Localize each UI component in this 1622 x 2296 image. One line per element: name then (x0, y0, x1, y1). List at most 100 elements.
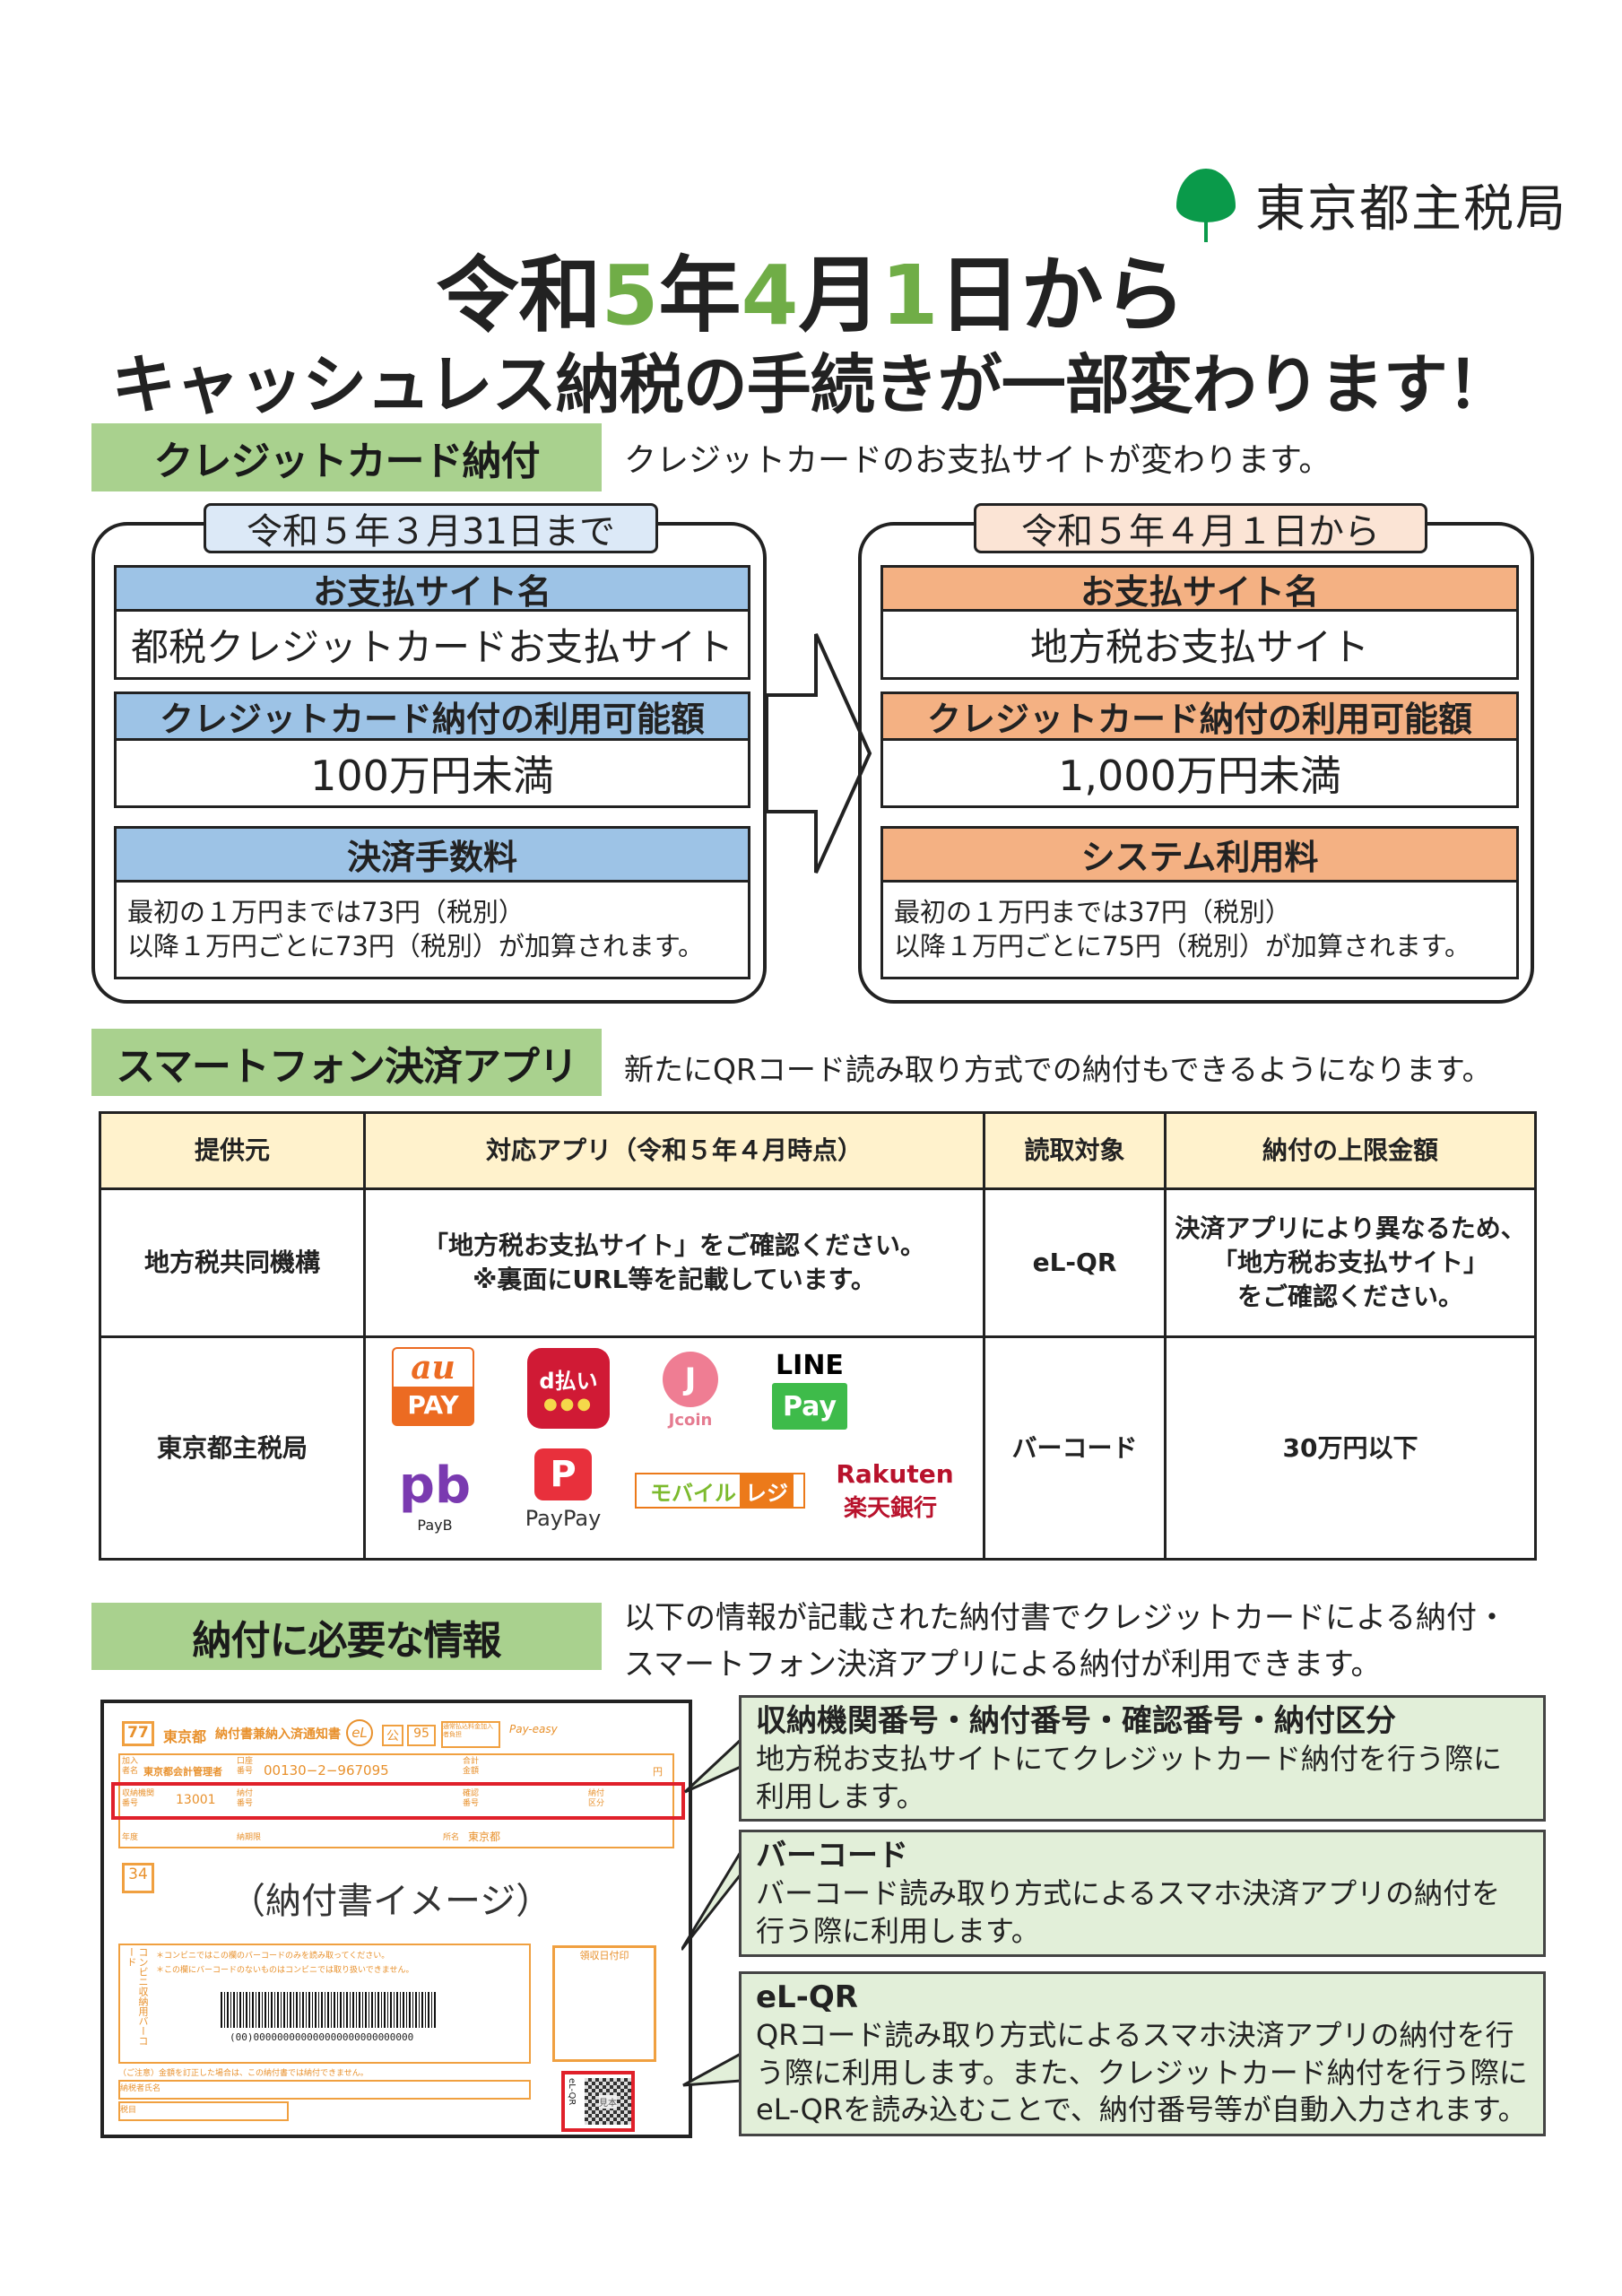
due-label: 納期限 (237, 1833, 262, 1842)
callout-elqr: eL-QR QRコード読み取り方式によるスマホ決済アプリの納付を行う際に利用しま… (739, 1971, 1546, 2136)
after-site-header: お支払サイト名 (880, 565, 1519, 612)
smartphone-section-label: スマートフォン決済アプリ (91, 1029, 602, 1096)
limit-line: をご確認ください。 (1236, 1281, 1463, 1311)
title-line1: 令和5年4月1日から (0, 229, 1622, 348)
d-barai-logo: d払い ●●● (527, 1348, 610, 1429)
info-desc-line2: スマートフォン決済アプリによる納付が利用できます。 (624, 1647, 1382, 1683)
dots: ●●● (542, 1395, 594, 1413)
before-fee: 最初の１万円までは73円（税別） 以降１万円ごとに73円（税別）が加算されます。 (114, 883, 750, 979)
after-fee-header: システム利用料 (880, 826, 1519, 883)
rakuten-bank-text: 楽天銀行 (843, 1494, 937, 1522)
number-highlight (111, 1782, 685, 1820)
office: 東京都 (468, 1831, 501, 1843)
credit-section-label: クレジットカード納付 (91, 423, 602, 491)
limit-line: 「地方税お支払サイト」 (1211, 1248, 1488, 1278)
slip-kou: 公 (382, 1725, 403, 1746)
before-limit-header: クレジットカード納付の利用可能額 (114, 691, 750, 741)
after-limit-header: クレジットカード納付の利用可能額 (880, 691, 1519, 741)
app-logos-cell (363, 1335, 985, 1561)
after-fee: 最初の１万円までは37円（税別） 以降１万円ごとに75円（税別）が加算されます。 (880, 883, 1519, 979)
elqr-highlight: eL-QR 見本 (561, 2071, 635, 2132)
kubun-label: 納付区分 (588, 1789, 605, 1808)
pay-easy-logo: Pay-easy (509, 1723, 558, 1735)
title-part: 月 (798, 248, 881, 344)
logo-leaf-icon (1176, 169, 1236, 222)
barcode-number: (00)000000000000000000000000000 (230, 2031, 414, 2043)
before-site: 都税クレジットカードお支払サイト (114, 612, 750, 680)
fee-line: 以降１万円ごとに75円（税別）が加算されます。 (894, 930, 1471, 961)
table-row: 地方税共同機構 「地方税お支払サイト」をご確認ください。※裏面にURL等を記載し… (99, 1187, 1537, 1338)
slip-no: 77 (122, 1721, 154, 1746)
before-fee-header: 決済手数料 (114, 826, 750, 883)
acct: 00130−2−967095 (264, 1762, 389, 1779)
barcode-icon (221, 1992, 436, 2028)
title-year: 5 (601, 248, 659, 344)
tax-item: 税目 (118, 2101, 289, 2121)
provider: 東京都主税局 (99, 1335, 366, 1561)
payment-slip-image: 77 東京都 納付書兼納入済通知書 eL 公 95 通常払込料金加入者負担 Pa… (100, 1700, 692, 2138)
limit-line: 決済アプリにより異なるため、 (1175, 1213, 1526, 1244)
caution: （ご注意）金額を訂正した場合は、この納付書では納付できません。 (118, 2069, 369, 2078)
callout-body: 地方税お支払サイトにてクレジットカード納付を行う際に利用します。 (756, 1742, 1503, 1813)
au-text: au (411, 1349, 455, 1387)
limit-cell: 決済アプリにより異なるため、「地方税お支払サイト」をご確認ください。 (1164, 1187, 1537, 1338)
note2: ＊この欄にバーコードのないものはコンビニでは取り扱いできません。 (156, 1966, 414, 1975)
mobile-text: モバイル (650, 1480, 736, 1506)
office-label: 所名 (443, 1833, 460, 1842)
elqr-label: eL-QR (567, 2078, 577, 2106)
callout-title: バーコード (756, 1838, 908, 1874)
slip-fee: 通常払込料金加入者負担 (441, 1721, 500, 1748)
jcoin-logo: J (663, 1352, 718, 1407)
d-barai-text: d払い (539, 1369, 598, 1394)
before-site-header: お支払サイト名 (114, 565, 750, 612)
credit-section-desc: クレジットカードのお支払サイトが変わります。 (624, 442, 1331, 479)
image-caption: （納付書イメージ） (230, 1881, 552, 1922)
line-text: LINE (776, 1349, 844, 1381)
el-mark-icon: eL (346, 1719, 373, 1746)
sample-mark: 見本 (599, 2094, 617, 2109)
target: バーコード (983, 1335, 1167, 1561)
arrow-right-icon (767, 633, 872, 874)
payee-label: 加入者名 (122, 1757, 139, 1776)
title-part: 年 (658, 248, 742, 344)
slip-doc-title: 納付書兼納入済通知書 (215, 1727, 341, 1742)
title-part: 日から (938, 248, 1186, 344)
title-month: 4 (741, 248, 799, 344)
after-tab: 令和５年４月１日から (974, 503, 1427, 553)
header-provider: 提供元 (99, 1111, 366, 1190)
callout-barcode: バーコード バーコード読み取り方式によるスマホ決済アプリの納付を行う際に利用しま… (739, 1830, 1546, 1957)
jcoin-text: Jcoin (668, 1410, 713, 1430)
payee: 東京都会計管理者 (143, 1766, 222, 1778)
acct-label: 口座番号 (237, 1757, 254, 1776)
header-target: 読取対象 (983, 1111, 1167, 1190)
header-apps: 対応アプリ（令和５年４月時点） (363, 1111, 985, 1190)
callout-numbers: 収納機関番号・納付番号・確認番号・納付区分 地方税お支払サイトにてクレジットカー… (739, 1695, 1546, 1822)
au-pay-logo: au PAY (392, 1347, 474, 1426)
target: eL-QR (983, 1187, 1167, 1338)
info-desc-line1: 以下の情報が記載された納付書でクレジットカードによる納付・ (624, 1600, 1507, 1636)
regi-text: レジ (740, 1474, 794, 1507)
side-label: コンビニ収納用バーコード (126, 1947, 149, 2046)
title-day: 1 (880, 248, 939, 344)
rakuten-logo: Rakuten (836, 1458, 954, 1489)
before-limit: 100万円未満 (114, 741, 750, 808)
paypay-text: PayPay (525, 1506, 602, 1531)
before-tab: 令和５年３月31日まで (204, 503, 658, 553)
mobile-regi-logo: モバイルレジ (635, 1473, 805, 1509)
total-label: 合計金額 (463, 1757, 480, 1776)
fee-line: 最初の１万円までは73円（税別） (127, 896, 525, 927)
slip-no2: 34 (122, 1863, 154, 1893)
fee-line: 最初の１万円までは37円（税別） (894, 896, 1291, 927)
line-pay-logo: Pay (772, 1383, 847, 1430)
callout-body: QRコード読み取り方式によるスマホ決済アプリの納付を行う際に利用します。また、ク… (756, 2018, 1528, 2127)
inst: 13001 (176, 1793, 216, 1807)
table-row: 東京都主税局 バーコード 30万円以下 (99, 1335, 1537, 1561)
apps-cell: 「地方税お支払サイト」をご確認ください。※裏面にURL等を記載しています。 (363, 1187, 985, 1338)
note1: ＊コンビニではこの欄のバーコードのみを読み取ってください。 (156, 1952, 390, 1961)
payb-text: PayB (417, 1516, 453, 1534)
apps-line: ※裏面にURL等を記載しています。 (473, 1265, 876, 1294)
after-limit: 1,000万円未満 (880, 741, 1519, 808)
payb-logo: pb (398, 1456, 472, 1515)
table-header-row: 提供元 対応アプリ（令和５年４月時点） 読取対象 納付の上限金額 (99, 1111, 1537, 1190)
after-site: 地方税お支払サイト (880, 612, 1519, 680)
